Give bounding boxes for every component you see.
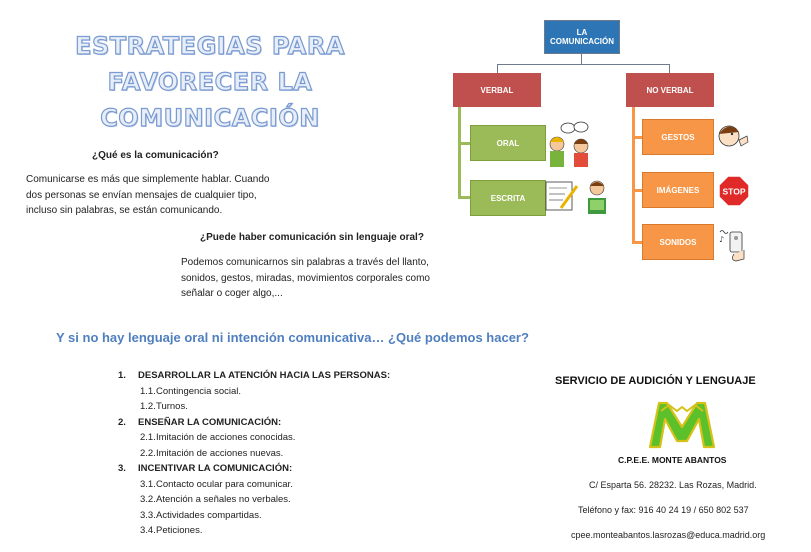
- node-sonidos: SONIDOS: [642, 224, 714, 260]
- connector: [497, 64, 498, 73]
- talking-people-icon: [549, 121, 589, 167]
- gesture-face-icon: [718, 125, 749, 147]
- item-label: Atención a señales no verbales.: [156, 494, 291, 505]
- strategy-1: 1. DESARROLLAR LA ATENCIÓN HACIA LAS PERS…: [118, 368, 390, 384]
- connector: [632, 241, 642, 244]
- item-label: Imitación de acciones conocidas.: [156, 432, 296, 443]
- strategy-number: 3.: [118, 463, 126, 474]
- connector: [458, 142, 470, 145]
- strategy-number: 1.: [118, 370, 126, 381]
- answer-line: señalar o coger algo,...: [181, 288, 283, 299]
- list-item: 3.3.Actividades compartidas.: [118, 508, 390, 524]
- answer-line: Podemos comunicarnos sin palabras a trav…: [181, 257, 429, 268]
- item-label: Peticiones.: [156, 525, 203, 536]
- svg-text:♪: ♪: [719, 235, 724, 244]
- email: cpee.monteabantos.lasrozas@educa.madrid.…: [571, 530, 766, 540]
- list-item: 1.2.Turnos.: [118, 399, 390, 415]
- node-verbal: VERBAL: [453, 73, 541, 107]
- node-no-verbal: NO VERBAL: [626, 73, 714, 107]
- title-line-2: FAVORECER LA: [107, 67, 313, 96]
- connector: [497, 64, 670, 65]
- node-label: COMUNICACIÓN: [550, 37, 614, 46]
- answer-what-is-communication: Comunicarse es más que simplemente habla…: [26, 172, 308, 219]
- strategy-3: 3. INCENTIVAR LA COMUNICACIÓN:: [118, 461, 390, 477]
- title-line-1: ESTRATEGIAS PARA: [74, 31, 345, 60]
- strategy-label: DESARROLLAR LA ATENCIÓN HACIA LAS PERSON…: [138, 370, 391, 381]
- phone: Teléfono y fax: 916 40 24 19 / 650 802 5…: [578, 505, 749, 515]
- stop-sign-text: STOP: [723, 187, 746, 197]
- item-label: Turnos.: [156, 401, 188, 412]
- connector: [632, 189, 642, 192]
- item-label: Actividades compartidas.: [156, 509, 262, 521]
- sound-device-icon: ♪: [719, 230, 745, 262]
- connector: [458, 107, 461, 199]
- connector: [458, 196, 470, 199]
- strategy-2: 2. ENSEÑAR LA COMUNICACIÓN:: [118, 415, 390, 431]
- item-number: 3.3.: [140, 509, 156, 521]
- connector: [581, 54, 582, 64]
- list-item: 3.1.Contacto ocular para comunicar.: [118, 477, 390, 493]
- item-number: 1.2.: [140, 401, 156, 412]
- question-non-oral: ¿Puede haber comunicación sin lenguaje o…: [200, 232, 424, 243]
- connector: [632, 136, 642, 139]
- what-to-do-heading: Y si no hay lenguaje oral ni intención c…: [56, 330, 529, 345]
- answer-line: incluso sin palabras, se están comunican…: [26, 205, 223, 216]
- connector: [632, 107, 635, 244]
- address: C/ Esparta 56. 28232. Las Rozas, Madrid.: [589, 480, 757, 490]
- stop-sign-icon: STOP: [718, 175, 750, 207]
- question-what-is-communication: ¿Qué es la comunicación?: [92, 150, 219, 161]
- answer-line: Comunicarse es más que simplemente habla…: [26, 174, 270, 185]
- node-imagenes: IMÁGENES: [642, 172, 714, 208]
- item-label: Contacto ocular para comunicar.: [156, 478, 293, 490]
- item-label: Contingencia social.: [156, 385, 242, 397]
- m-logo-icon: [648, 401, 716, 449]
- item-number: 3.1.: [140, 478, 156, 490]
- list-item: 3.4.Peticiones.: [118, 523, 390, 539]
- strategy-number: 2.: [118, 416, 126, 428]
- item-label: Imitación de acciones nuevas.: [156, 447, 284, 459]
- writing-reading-icon: [545, 180, 606, 214]
- list-item: 2.2.Imitación de acciones nuevas.: [118, 446, 390, 462]
- school-name: C.P.E.E. MONTE ABANTOS: [618, 455, 727, 465]
- answer-non-oral: Podemos comunicarnos sin palabras a trav…: [181, 255, 451, 302]
- node-label: LA: [576, 28, 588, 37]
- node-communication: LA COMUNICACIÓN: [544, 20, 620, 54]
- item-number: 1.1.: [140, 385, 156, 397]
- answer-line: sonidos, gestos, miradas, movimientos co…: [181, 272, 430, 284]
- item-number: 2.1.: [140, 432, 156, 443]
- item-number: 2.2.: [140, 447, 156, 459]
- strategies-list: 1. DESARROLLAR LA ATENCIÓN HACIA LAS PERS…: [118, 368, 390, 539]
- node-escrita: ESCRITA: [470, 180, 546, 216]
- page-title: ESTRATEGIAS PARA FAVORECER LA COMUNICACI…: [60, 28, 360, 136]
- item-number: 3.2.: [140, 494, 156, 505]
- strategy-label: INCENTIVAR LA COMUNICACIÓN:: [138, 463, 293, 474]
- title-line-3: COMUNICACIÓN: [100, 103, 320, 132]
- item-number: 3.4.: [140, 525, 156, 536]
- node-gestos: GESTOS: [642, 119, 714, 155]
- list-item: 3.2.Atención a señales no verbales.: [118, 492, 390, 508]
- service-name: SERVICIO DE AUDICIÓN Y LENGUAJE: [555, 375, 756, 387]
- strategy-label: ENSEÑAR LA COMUNICACIÓN:: [138, 416, 282, 428]
- list-item: 2.1.Imitación de acciones conocidas.: [118, 430, 390, 446]
- answer-line: dos personas se envían mensajes de cualq…: [26, 189, 257, 201]
- node-oral: ORAL: [470, 125, 546, 161]
- connector: [669, 64, 670, 73]
- list-item: 1.1.Contingencia social.: [118, 384, 390, 400]
